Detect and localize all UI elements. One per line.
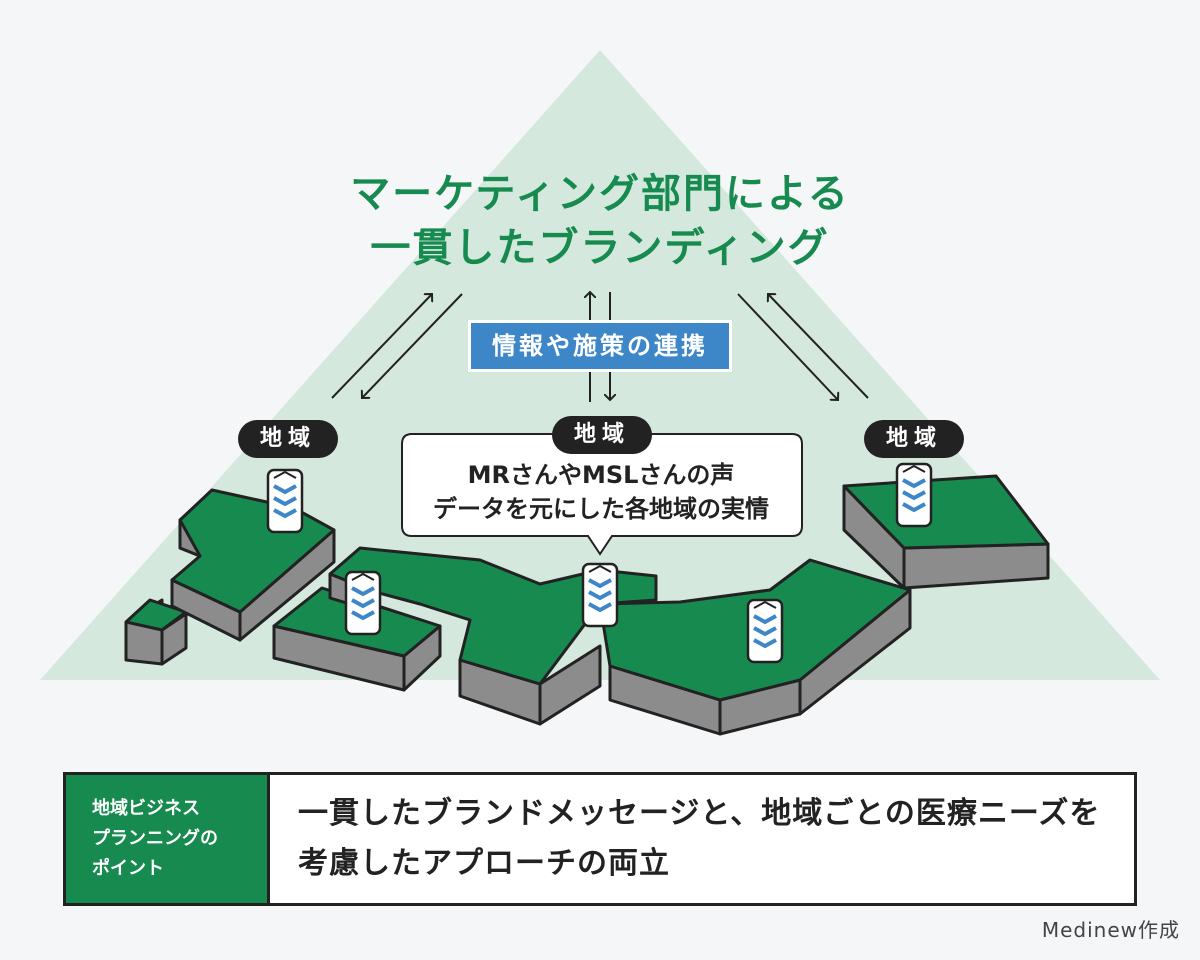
title-line-1: マーケティング部門による: [350, 171, 850, 217]
key-point-text: 一貫したブランドメッセージと、地域ごとの医療ニーズを 考慮したアプローチの両立: [270, 775, 1134, 903]
database-icon: [266, 468, 304, 534]
region-label-center: 地域: [552, 416, 652, 454]
region-label-left: 地域: [238, 420, 338, 458]
map-block-central: [328, 546, 658, 726]
arrow-right-up: [768, 294, 869, 399]
credit-text: Medinew作成: [1041, 918, 1180, 942]
diagram-canvas: [40, 50, 1160, 736]
database-icon: [746, 598, 784, 664]
database-icon: [344, 570, 382, 636]
database-icon: [895, 462, 933, 528]
arrow-right-down: [737, 293, 838, 400]
region-label-right: 地域: [864, 420, 964, 458]
link-label-box: 情報や施策の連携: [468, 320, 732, 372]
database-icon: [581, 562, 619, 628]
key-point-label-line: プランニングの: [92, 828, 218, 849]
key-point-text-line: 一貫したブランドメッセージと、地域ごとの医療ニーズを: [298, 796, 1101, 831]
arrow-left-down: [362, 293, 463, 398]
region-map: [124, 474, 1050, 736]
map-block-far-right: [842, 474, 1050, 590]
map-block-left: [170, 488, 336, 642]
database-icons: [266, 462, 933, 664]
key-point-label-line: 地域ビジネス: [92, 798, 200, 819]
key-point-box: 地域ビジネス プランニングの ポイント 一貫したブランドメッセージと、地域ごとの…: [63, 772, 1137, 906]
key-point-text-line: 考慮したアプローチの両立: [298, 846, 670, 881]
key-point-label-line: ポイント: [92, 858, 164, 879]
callout-line-1: MRさんやMSLさんの声: [467, 461, 735, 489]
title-line-2: 一貫したブランディング: [370, 225, 830, 271]
callout-bubble: [401, 433, 803, 556]
callout-line-2: データを元にした各地域の実情: [433, 495, 769, 523]
key-point-label: 地域ビジネス プランニングの ポイント: [66, 775, 270, 903]
arrow-left-up: [331, 294, 432, 399]
